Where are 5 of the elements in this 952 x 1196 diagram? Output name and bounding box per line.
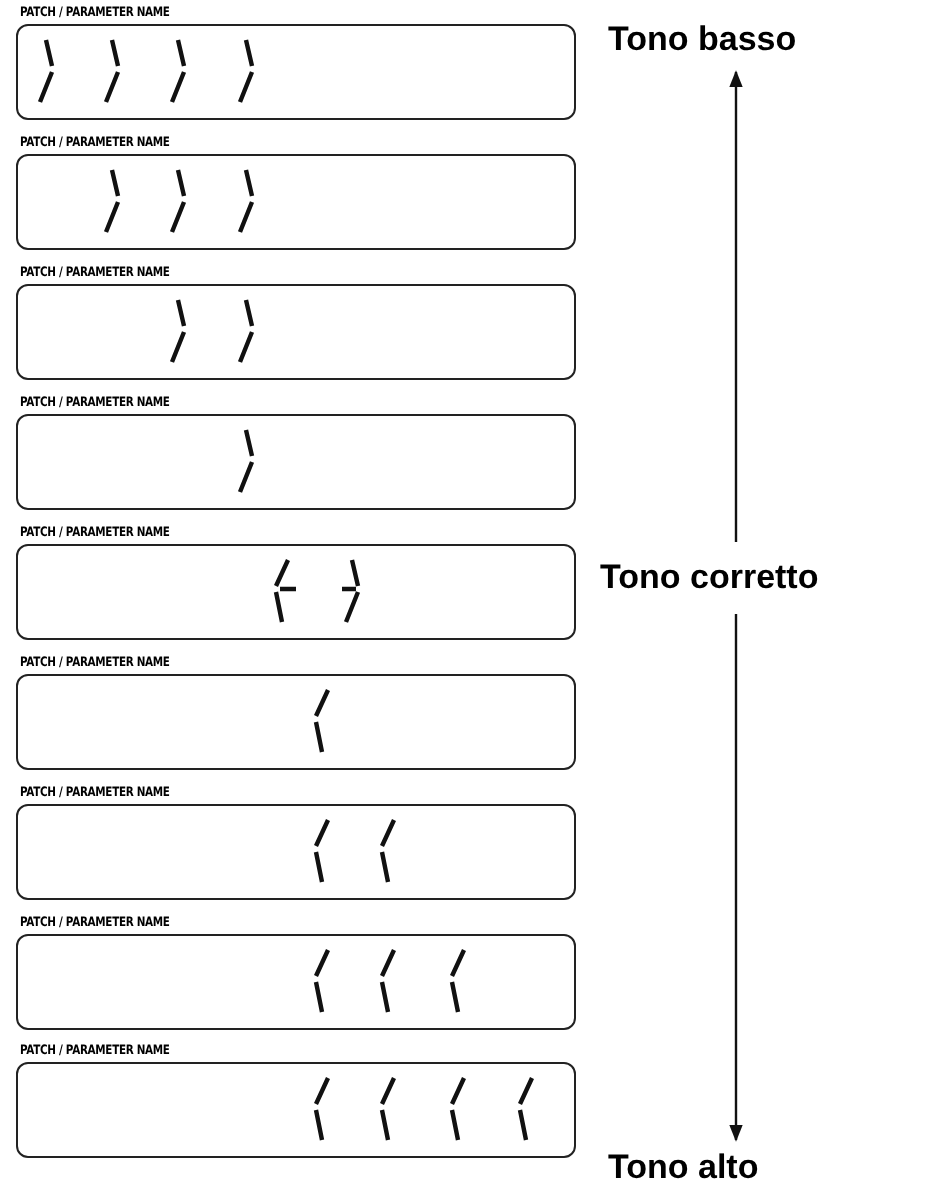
arrow [729, 614, 743, 1142]
arrow [729, 70, 743, 542]
pitch-label: Tono alto [608, 1148, 759, 1188]
pitch-label: Tono corretto [600, 558, 819, 598]
pitch-label: Tono basso [608, 20, 797, 60]
